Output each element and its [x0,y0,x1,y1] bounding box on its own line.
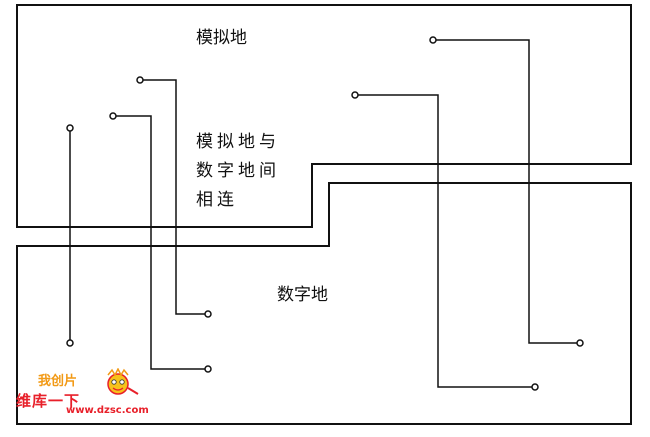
ground-connection-label-line: 相连 [196,190,238,210]
ground-connection-label-line: 数字地间 [196,161,280,181]
analog-ground-plane-outline [16,4,632,228]
pad-terminal [576,339,584,347]
digital-ground-plane-outline [16,182,632,425]
pad-terminal [429,36,437,44]
site-watermark: 我创片 维库一下 www.dzsc.com [14,368,154,418]
digital-ground-label: 数字地 [277,285,328,305]
watermark-top-text: 我创片 [38,374,78,389]
pad-terminal [531,383,539,391]
pad-terminal [66,124,74,132]
pad-terminal [204,310,212,318]
trace-a [113,115,208,370]
ground-connection-label: 模拟地与 数字地间 相连 [196,128,280,215]
watermark-url: www.dzsc.com [66,405,149,416]
analog-ground-label: 模拟地 [196,28,247,48]
trace-b [140,79,208,315]
pad-terminal [66,339,74,347]
pad-terminal [351,91,359,99]
trace-c [355,94,535,388]
pad-terminal [109,112,117,120]
trace-d [433,39,580,344]
pad-terminal [204,365,212,373]
watermark-title: 维库一下 [16,392,81,410]
pad-terminal [136,76,144,84]
mascot-icon [107,368,139,395]
ground-connection-label-line: 模拟地与 [196,132,280,152]
